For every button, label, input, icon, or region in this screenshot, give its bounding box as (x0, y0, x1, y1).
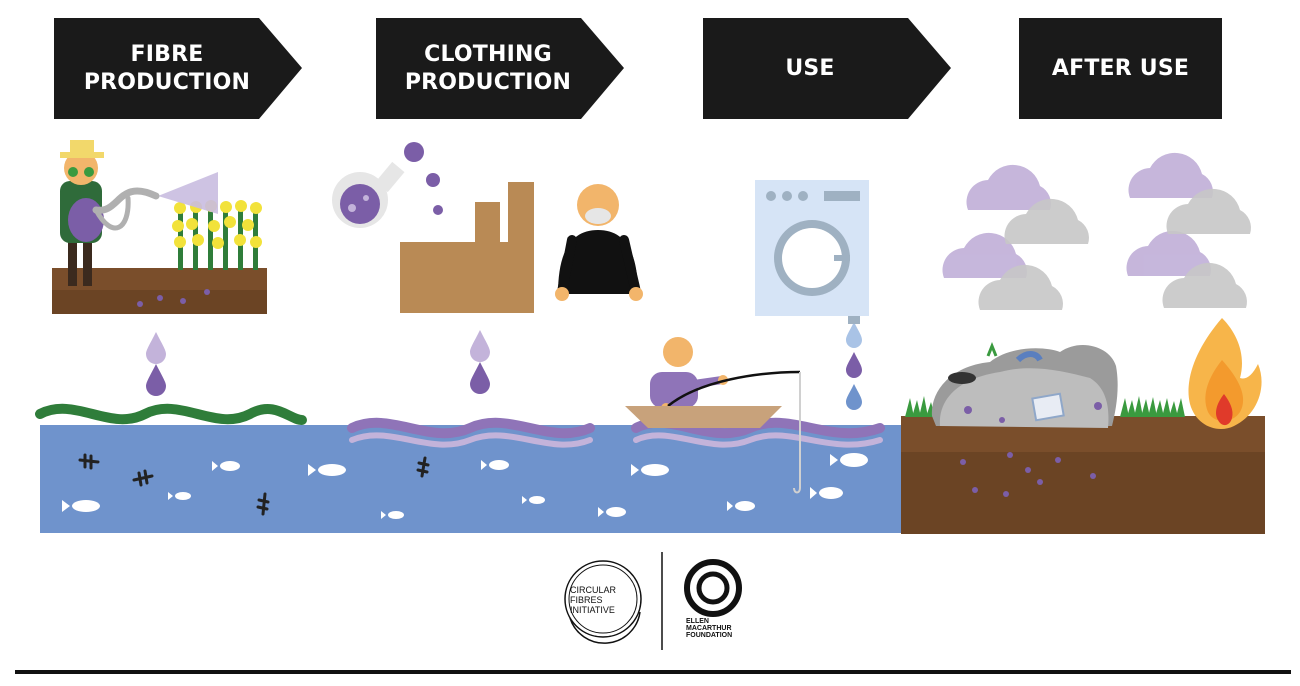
ellen-macarthur-logo (684, 559, 742, 617)
wave-purple-1 (347, 417, 595, 439)
soil-microfibres (960, 452, 1096, 497)
circular-fibres-initiative-logo (564, 560, 642, 644)
stage-use: USE (703, 18, 951, 119)
wave-purple-4 (633, 432, 883, 448)
stage-label: AFTER USE (1051, 55, 1190, 81)
pesticide-spray (158, 172, 218, 214)
arrow-shape (376, 18, 624, 119)
fish-skeleton-icon (78, 453, 430, 516)
farmer-icon (60, 140, 160, 286)
grass-icon (905, 396, 1185, 417)
factory-icon (400, 182, 534, 313)
droplet-icon (146, 322, 862, 410)
fire-icon (1188, 318, 1262, 430)
stage-label: USE (785, 55, 835, 81)
ellen-macarthur-foundation-text: ELLEN MACARTHUR FOUNDATION (686, 618, 733, 639)
arrow-shape (54, 18, 302, 119)
fisher-icon (650, 337, 801, 494)
boat-icon (625, 406, 782, 428)
worker-icon (555, 184, 643, 301)
crop-icon (172, 200, 262, 270)
stage-clothing-production: CLOTHING PRODUCTION (376, 18, 624, 119)
fish-icon (62, 453, 868, 519)
chemical-bubbles (404, 142, 443, 215)
circular-fibres-initiative-text: CIRCULAR FIBRES INITIATIVE (570, 585, 617, 615)
water-body (40, 425, 906, 533)
bottom-rule (15, 670, 1291, 674)
washing-machine-icon (755, 180, 869, 324)
wave-purple-2 (349, 432, 593, 448)
stage-label: CLOTHING PRODUCTION (404, 41, 572, 95)
arrow-shape (703, 18, 951, 119)
box-shape (1019, 18, 1222, 119)
landfill-icon (931, 341, 1118, 428)
stage-after-use: AFTER USE (1019, 18, 1222, 119)
stage-fibre-production: FIBRE PRODUCTION (54, 18, 302, 119)
landfill-ground (901, 416, 1265, 534)
wave-green (35, 403, 307, 425)
flask-icon (332, 161, 405, 228)
stage-label: FIBRE PRODUCTION (83, 41, 251, 95)
cloud-icon (942, 152, 1251, 310)
